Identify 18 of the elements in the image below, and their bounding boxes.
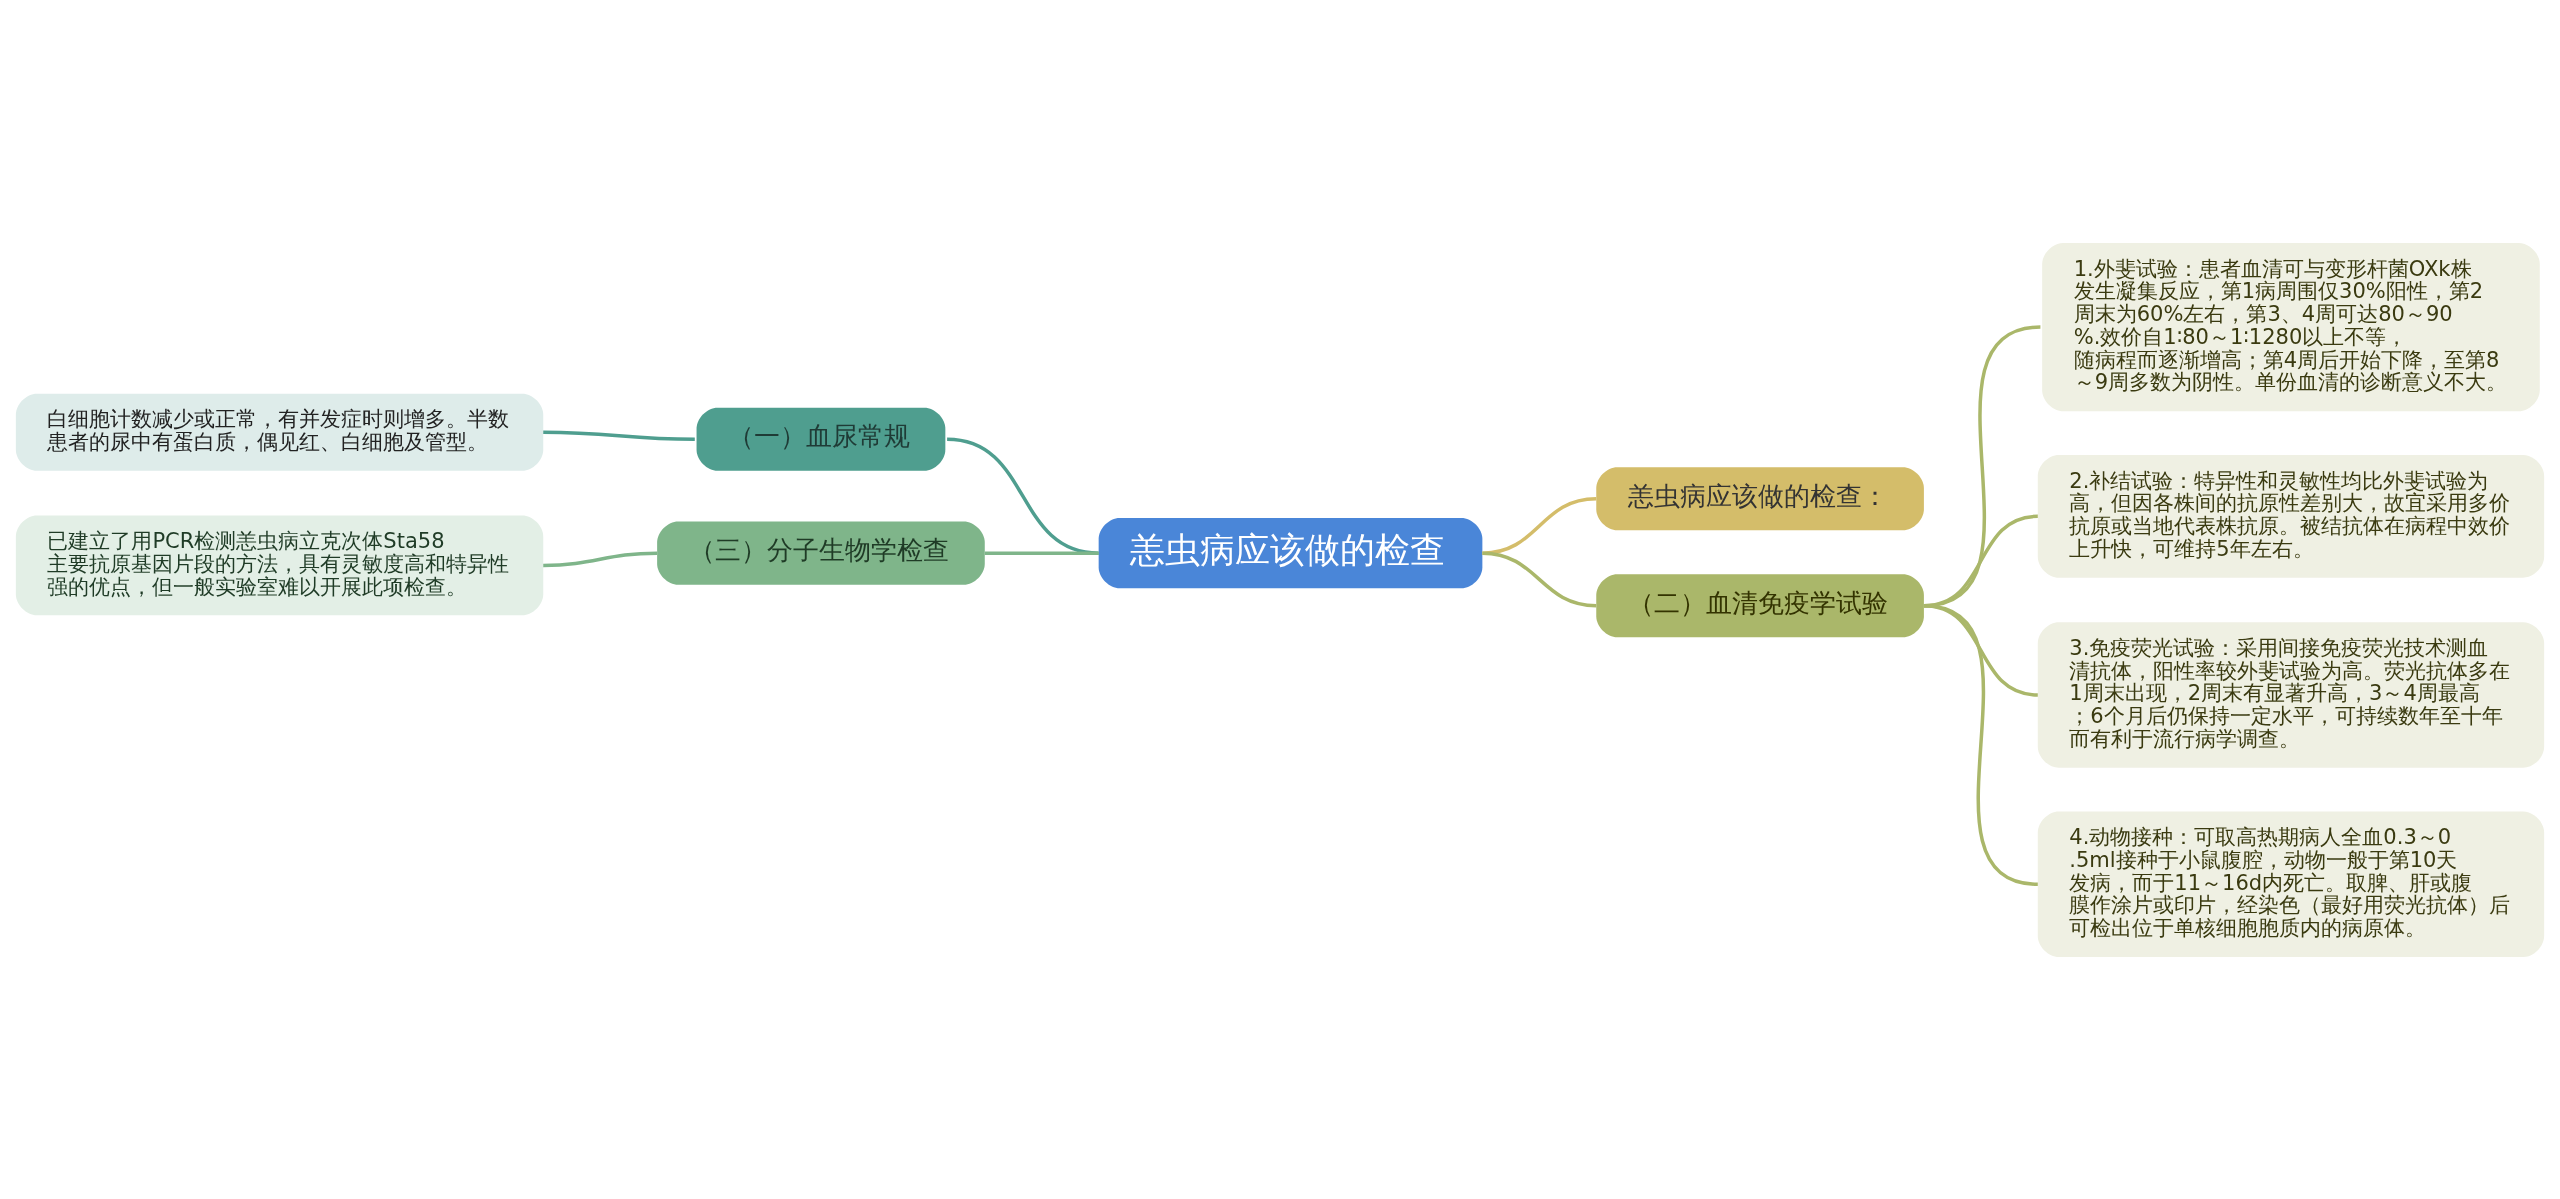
node-box: （三）分子生物学检查 [657, 521, 985, 585]
connector [543, 550, 658, 567]
node-box: 3.免疫荧光试验：采用间接免疫荧光技术测血清抗体，阳性率较外斐试验为高。荧光抗体多在1周末出现，2周末有显著升高，3～4周最高；6个月后仍保持一定水平，可持续数年至十年而有利于流行病学调查。 [2037, 621, 2545, 768]
node-box: 白细胞计数减少或正常，有并发症时则增多。半数患者的尿中有蛋白质，偶见红、白细胞及管型。 [15, 393, 544, 471]
node-box: （一）血尿常规 [696, 407, 946, 471]
node-box: 2.补结试验：特异性和灵敏性均比外斐试验为高，但因各株间的抗原性差别大，故宜采用多价抗原或当地代表株抗原。被结抗体在病程中效价上升快，可维持5年左右。 [2037, 454, 2545, 578]
connector [1482, 550, 1597, 607]
node-box: 恙虫病应该做的检查 [1098, 517, 1483, 588]
node-box: （二）血清免疫学试验 [1596, 573, 1924, 637]
connector [946, 437, 1099, 555]
node-box: 已建立了用PCR检测恙虫病立克次体Sta58主要抗原基因片段的方法，具有灵敏度高和特异性强的优点，但一般实验室难以开展此项检查。 [15, 514, 544, 615]
node-box: 4.动物接种：可取高热期病人全血0.3～0.5ml接种于小鼠腹腔，动物一般于第10天发病，而于11～16d内死亡。取脾、肝或腹膜作涂片或印片，经染色（最好用荧光抗体）后可检出位于单核细胞胞质内的病原体。 [2037, 811, 2545, 957]
connector [984, 550, 1099, 555]
connector [1923, 603, 2039, 886]
connector [543, 430, 695, 441]
node-box: 恙虫病应该做的检查： [1596, 466, 1924, 530]
connector [1482, 496, 1597, 555]
node-box: 1.外斐试验：患者血清可与变形杆菌OXk株发生凝集反应，第1病周围仅30%阳性，第2周末为60%左右，第3、4周可达80～90%.效价自1∶80～1∶1280以上不等，随病程而逐渐增高；第4周后开始下降，至第8～9周多数为阴性。单份血清的诊断意义不大。 [2042, 242, 2540, 411]
